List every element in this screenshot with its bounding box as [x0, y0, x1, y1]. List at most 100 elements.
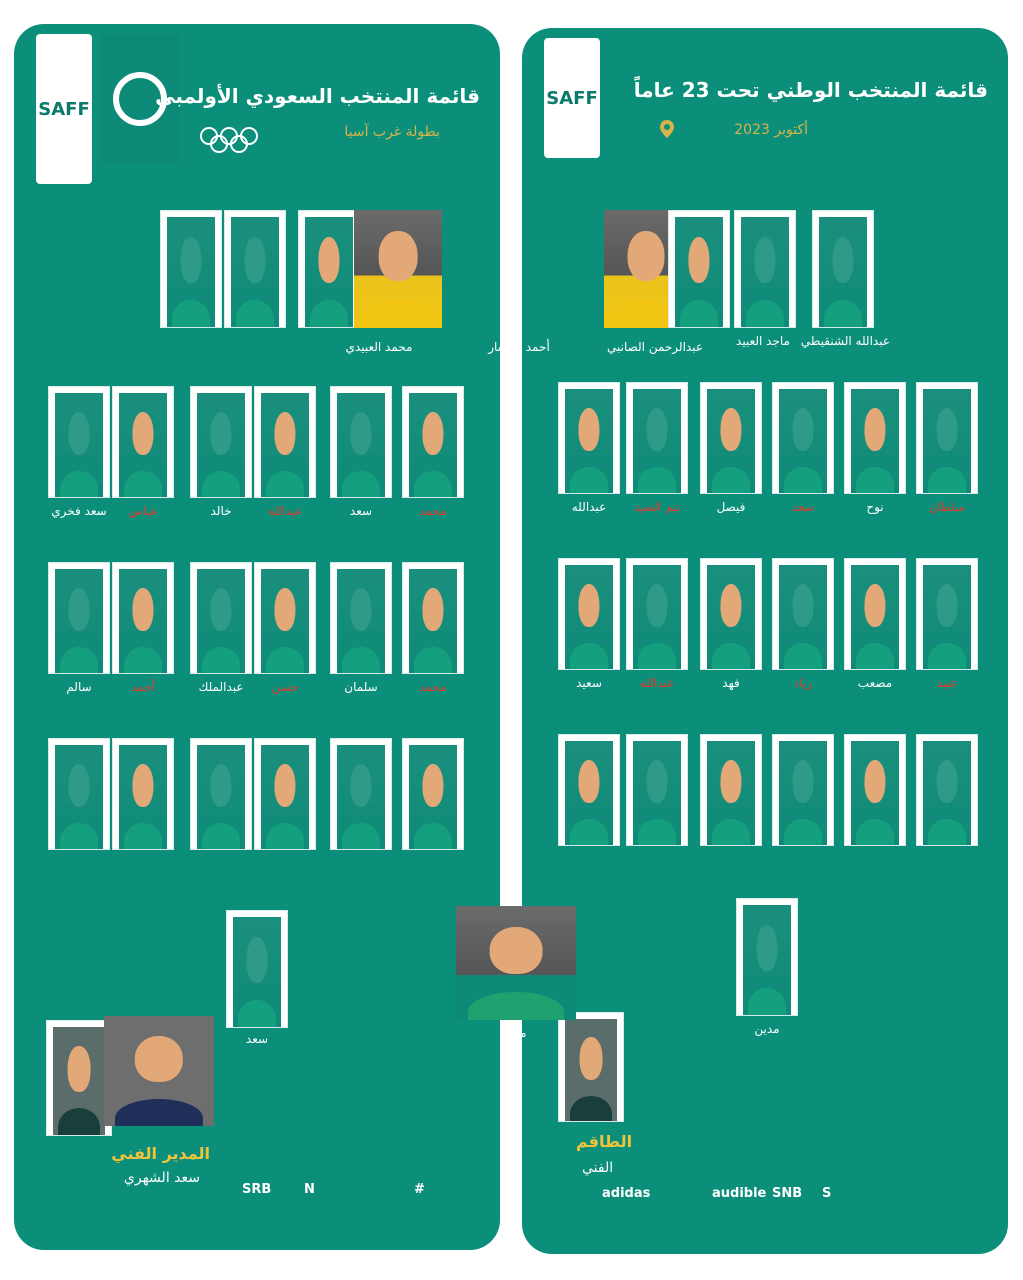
- player-card: [190, 562, 252, 674]
- player-card: [700, 734, 762, 846]
- player-card: [844, 558, 906, 670]
- player-card: [844, 382, 906, 494]
- player-card: [224, 210, 286, 328]
- player-name: سعد فخري: [51, 504, 107, 518]
- player-card: [700, 382, 762, 494]
- player-card: [48, 562, 110, 674]
- sponsor-logo: SRB: [242, 1182, 272, 1197]
- player-name: عبدالله: [267, 504, 303, 518]
- player-card: [844, 734, 906, 846]
- player-card: [190, 738, 252, 850]
- left-subtitle: بطولة غرب آسيا: [344, 124, 440, 140]
- player-name: أحمد الكسار: [488, 340, 550, 354]
- right-title: قائمة المنتخب الوطني تحت 23 عاماً: [633, 78, 988, 102]
- player-name: عباس: [128, 504, 158, 518]
- player-card: [254, 738, 316, 850]
- left-panel: SAFF قائمة المنتخب السعودي الأولمبي بطول…: [14, 24, 500, 1250]
- saff-logo: SAFF: [544, 38, 600, 158]
- player-name: فهد: [722, 676, 740, 690]
- player-card: [402, 738, 464, 850]
- coach-photo: [46, 1020, 112, 1136]
- player-name: معاذ: [505, 1026, 527, 1040]
- player-card: [626, 558, 688, 670]
- staff-title: الطاقم: [576, 1132, 633, 1151]
- goalkeeper-card: [456, 906, 576, 1020]
- player-name: أحمد: [131, 680, 155, 694]
- sponsor-logo: N: [304, 1182, 315, 1197]
- player-card: [916, 382, 978, 494]
- player-name: سعد: [791, 500, 815, 514]
- player-name: خالد: [210, 504, 232, 518]
- player-card: [626, 382, 688, 494]
- player-name: عبدالرحمن الصانبي: [606, 340, 703, 354]
- player-card: [734, 210, 796, 328]
- olympic-rings-icon: [200, 127, 258, 153]
- player-card: [48, 386, 110, 498]
- coach-name: سعد الشهري: [123, 1170, 200, 1186]
- player-name: حسن: [271, 680, 299, 694]
- player-name: محمد العبيدي: [345, 340, 413, 354]
- player-card: [772, 382, 834, 494]
- player-card: [736, 898, 798, 1016]
- player-card: [298, 210, 360, 328]
- player-card: [772, 558, 834, 670]
- player-card: [48, 738, 110, 850]
- player-name: عبدالملك: [198, 680, 244, 694]
- player-name: عبدالله: [639, 676, 675, 690]
- location-pin-icon: [660, 120, 674, 138]
- player-card: [330, 562, 392, 674]
- sponsor-logo: #: [414, 1182, 425, 1197]
- player-name: عبيد: [936, 676, 958, 690]
- player-card: [112, 386, 174, 498]
- player-card: [254, 386, 316, 498]
- left-title: قائمة المنتخب السعودي الأولمبي: [155, 84, 480, 108]
- player-name: سالم: [66, 680, 92, 694]
- player-card: [402, 562, 464, 674]
- player-name: عبدالله: [571, 500, 607, 514]
- player-card: [700, 558, 762, 670]
- sponsor-logo: adidas: [602, 1186, 651, 1201]
- player-name: مصعب: [857, 676, 893, 690]
- player-card: [190, 386, 252, 498]
- player-name: تيم الصيد: [633, 500, 681, 514]
- player-card: [254, 562, 316, 674]
- team-emblem: [100, 34, 180, 164]
- coach-photo-2: [104, 1016, 214, 1126]
- staff-name: الفني: [582, 1160, 614, 1176]
- player-name: ماجد العبيد: [736, 334, 790, 348]
- player-name: عبدالله الشنقيطي: [800, 334, 890, 348]
- panel-divider: [500, 0, 522, 1280]
- player-name: مدين: [754, 1022, 780, 1036]
- player-card: [812, 210, 874, 328]
- player-name: نوح: [866, 500, 884, 514]
- player-card: [402, 386, 464, 498]
- player-name: سلمان: [344, 680, 378, 694]
- player-card: [226, 910, 288, 1028]
- player-card: [558, 734, 620, 846]
- player-name: فيصل: [716, 500, 746, 514]
- right-subtitle: أكتوبر 2023: [734, 122, 808, 138]
- saff-logo: SAFF: [36, 34, 92, 184]
- coach-title: المدير الفني: [111, 1144, 210, 1163]
- player-card: [558, 382, 620, 494]
- player-card: [772, 734, 834, 846]
- player-card: [916, 734, 978, 846]
- player-name: محمد: [419, 680, 447, 694]
- sponsor-logo: S: [822, 1186, 832, 1201]
- player-card: [668, 210, 730, 328]
- player-card: [160, 210, 222, 328]
- right-panel: SAFF قائمة المنتخب الوطني تحت 23 عاماً أ…: [522, 28, 1008, 1254]
- player-name: سعد: [245, 1032, 269, 1046]
- staff-photo: [558, 1012, 624, 1122]
- player-name: زياد: [793, 676, 813, 690]
- player-card: [626, 734, 688, 846]
- player-name: سعد: [349, 504, 373, 518]
- player-name: سعيد: [576, 676, 602, 690]
- sponsor-logo: SNB: [772, 1186, 803, 1201]
- player-card: [330, 738, 392, 850]
- goalkeeper-card: [354, 210, 442, 328]
- player-card: [330, 386, 392, 498]
- player-card: [112, 738, 174, 850]
- player-name: سلطان: [928, 500, 966, 514]
- player-card: [558, 558, 620, 670]
